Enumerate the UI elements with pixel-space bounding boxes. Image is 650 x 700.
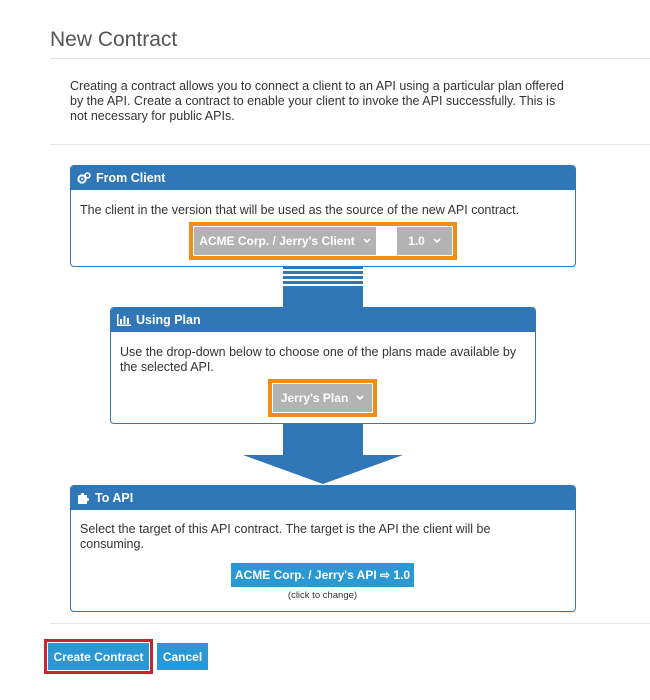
flow-arrow-down (243, 423, 403, 484)
api-select-button[interactable]: ACME Corp. / Jerry's API ⇨ 1.0 (231, 563, 414, 587)
to-api-heading: To API (95, 491, 134, 505)
cancel-button[interactable]: Cancel (157, 643, 208, 670)
client-select[interactable]: ACME Corp. / Jerry's Client (194, 227, 376, 255)
to-api-description: Select the target of this API contract. … (80, 522, 491, 551)
using-plan-header: Using Plan (111, 308, 535, 332)
intro-divider (50, 144, 650, 145)
from-client-header: From Client (71, 166, 575, 190)
from-client-description: The client in the version that will be u… (80, 203, 520, 217)
using-plan-heading: Using Plan (136, 313, 201, 327)
title-divider (50, 58, 650, 59)
to-api-panel: To API Select the target of this API con… (70, 485, 576, 612)
version-select-label: 1.0 (408, 234, 425, 248)
chevron-down-icon (433, 238, 441, 244)
actions-divider (50, 623, 650, 624)
page-title: New Contract (50, 28, 178, 51)
chevron-down-icon (363, 238, 371, 244)
bar-chart-icon (117, 314, 131, 326)
plan-select-label: Jerry's Plan (280, 391, 349, 405)
to-api-header: To API (71, 486, 575, 510)
using-plan-description: Use the drop-down below to choose one of… (120, 345, 517, 374)
client-select-label: ACME Corp. / Jerry's Client (199, 234, 355, 248)
gears-icon (77, 172, 91, 184)
puzzle-icon (78, 492, 90, 504)
chevron-down-icon (356, 395, 364, 401)
version-select[interactable]: 1.0 (397, 227, 452, 255)
from-client-heading: From Client (96, 171, 166, 185)
flow-connector-stripes (283, 266, 363, 308)
plan-select[interactable]: Jerry's Plan (273, 384, 372, 412)
create-contract-button[interactable]: Create Contract (48, 643, 149, 670)
intro-text: Creating a contract allows you to connec… (70, 79, 564, 123)
api-change-hint: (click to change) (287, 590, 358, 601)
